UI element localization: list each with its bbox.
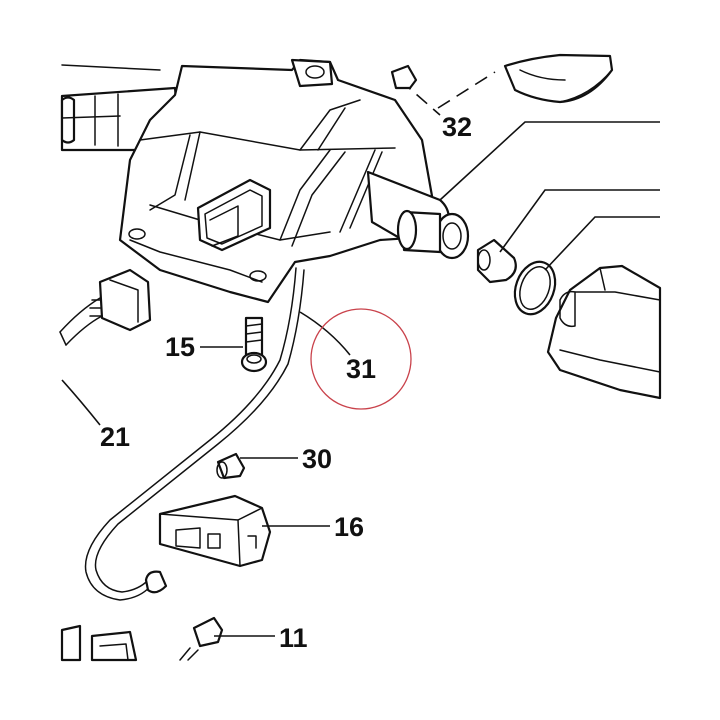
callout-21: 21 bbox=[100, 422, 130, 452]
column-housing bbox=[118, 58, 470, 304]
callout-16: 16 bbox=[334, 512, 364, 542]
callout-30: 30 bbox=[302, 444, 332, 474]
right-shaft-component bbox=[546, 264, 662, 400]
o-ring bbox=[513, 260, 557, 316]
wire-connector bbox=[59, 268, 152, 346]
cable bbox=[84, 267, 305, 601]
callout-31: 31 bbox=[346, 354, 376, 384]
cap bbox=[216, 452, 246, 480]
bottom-bracket bbox=[60, 624, 138, 662]
bolt bbox=[240, 316, 268, 373]
callout-15: 15 bbox=[165, 332, 195, 362]
top-right-housing bbox=[503, 53, 614, 104]
switch-housing bbox=[158, 494, 272, 568]
screw bbox=[179, 616, 224, 661]
callout-11: 11 bbox=[279, 623, 308, 653]
highlight-circle bbox=[310, 308, 412, 410]
bush bbox=[476, 238, 517, 284]
callout-32: 32 bbox=[442, 112, 472, 142]
leader-lines bbox=[61, 64, 660, 637]
